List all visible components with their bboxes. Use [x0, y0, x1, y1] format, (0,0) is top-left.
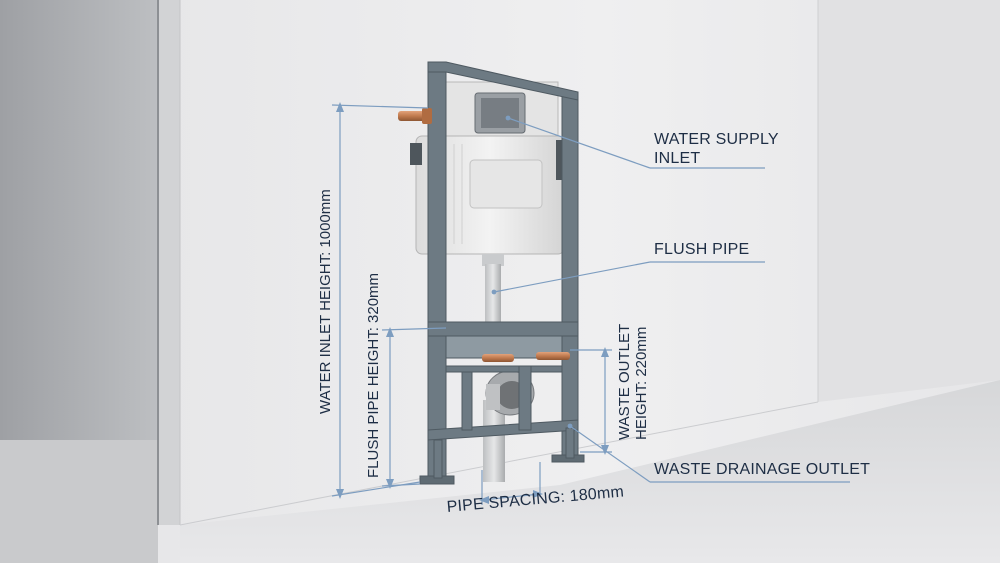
right-wall-corner — [818, 0, 1000, 402]
wall-edge — [158, 0, 180, 525]
cistern — [410, 81, 566, 255]
left-floor — [0, 440, 158, 563]
waste-outlet-height-label: WASTE OUTLET HEIGHT: 220mm — [616, 290, 650, 440]
installation-frame — [419, 61, 585, 485]
water-supply-inlet-label-line-1: WATER SUPPLY — [654, 131, 779, 148]
dimension-lines — [331, 104, 850, 505]
flush-pipe-height-label: FLUSH PIPE HEIGHT: 320mm — [365, 272, 382, 478]
water-supply-inlet-label-line-2: INLET — [654, 150, 701, 167]
left-wall — [0, 0, 158, 440]
waste-outlet-height-label-line-2: HEIGHT: 220mm — [633, 326, 650, 440]
floor — [180, 380, 1000, 563]
waste-drainage-outlet-label: WASTE DRAINAGE OUTLET — [654, 461, 871, 478]
waste-outlet-height-label-line-1: WASTE OUTLET — [616, 323, 633, 440]
water-supply-inlet-label: WATER SUPPLY INLET — [654, 130, 779, 168]
copper-pipes — [398, 108, 570, 362]
arrowheads — [336, 102, 609, 504]
flush-pipe-label: FLUSH PIPE — [654, 241, 750, 258]
water-inlet-height-label: WATER INLET HEIGHT: 1000mm — [317, 189, 334, 414]
